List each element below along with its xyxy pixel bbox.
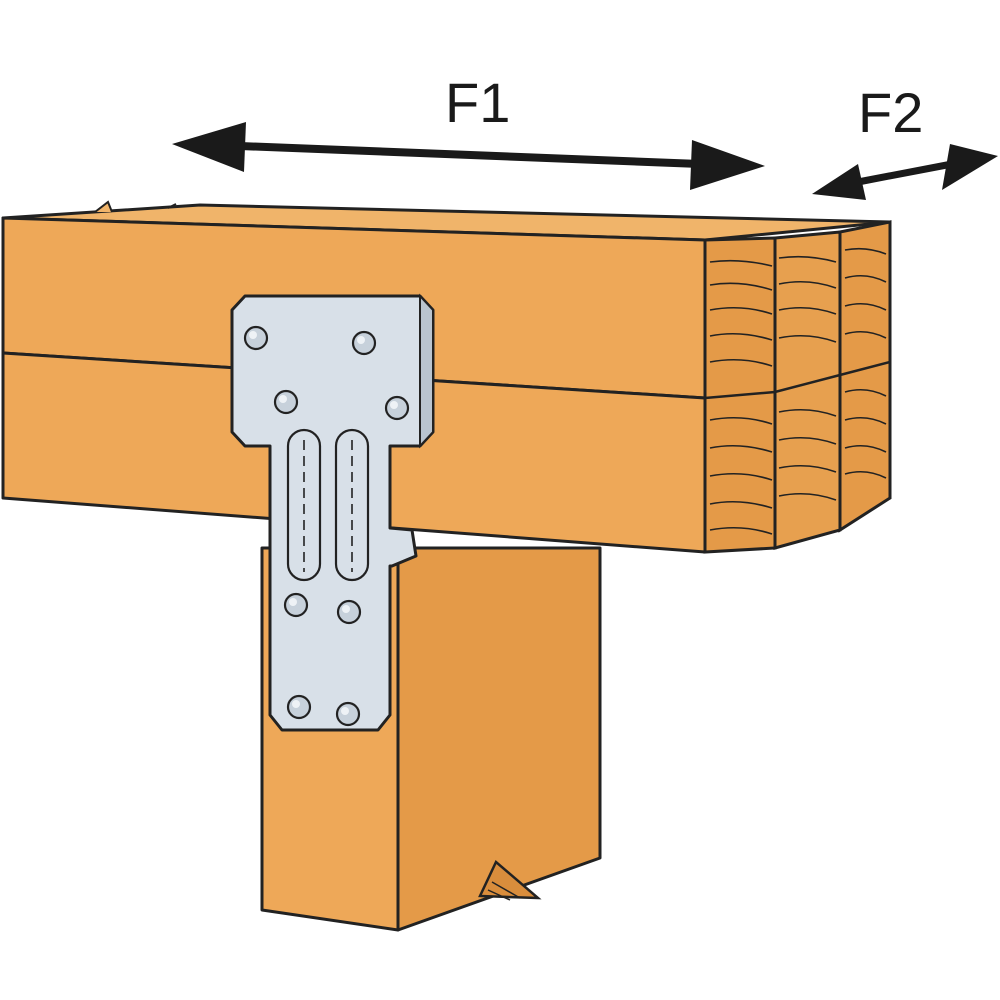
fastener-head (243, 325, 269, 351)
connector-plate (230, 293, 435, 732)
force-label-f1: F1 (445, 71, 510, 134)
fastener-head (283, 592, 309, 618)
fastener-head (286, 694, 312, 720)
fastener-head (335, 701, 361, 727)
fastener-head (336, 599, 362, 625)
beam-end-grain (703, 220, 892, 554)
double-headed-arrow-icon (857, 160, 953, 186)
post-side-face (396, 546, 602, 932)
force-arrow-f2 (812, 144, 998, 200)
fastener-head (351, 330, 377, 356)
double-headed-arrow-icon (239, 142, 701, 168)
beam (1, 200, 892, 554)
force-label-f2: F2 (858, 81, 923, 144)
fastener-head (273, 389, 299, 415)
fastener-head (384, 395, 410, 421)
force-arrow-f1 (172, 122, 765, 190)
post-split-notch (478, 859, 542, 900)
grain-lines (709, 247, 887, 535)
